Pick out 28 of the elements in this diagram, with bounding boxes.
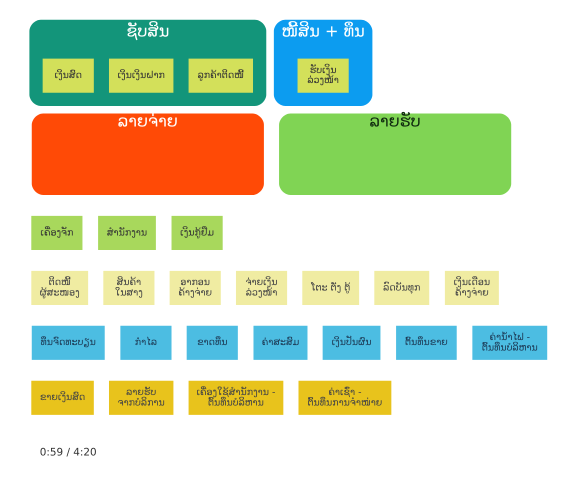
node-box: ເງິນປັນຜົນ — [322, 326, 380, 360]
node-box: ຄ່າເຊົ່າ - ຕົ້ນທຶນການຈຳໜ່າຍ — [298, 380, 391, 415]
node-box: ທຶນຈົດທະບຽນ — [31, 326, 104, 360]
node-box: ຄ່າສະສົມ — [252, 326, 307, 360]
node-box: ຮັບເງິນ ລ່ວງໜ້າ — [297, 58, 348, 93]
node-box: ເງິນກູ້ຢືມ — [171, 216, 222, 250]
node-box: ເຄື່ອງຈັກ — [30, 216, 82, 250]
label: 0:59 / 4:20 — [39, 446, 96, 458]
node-box: ສຳນັກງານ — [98, 216, 156, 250]
node-box: ຈ່າຍເງິນ ລ່ວງໜ້າ — [235, 270, 287, 305]
node-box: ລົດບັນທຸກ — [374, 270, 429, 305]
node-box: ຕົ້ນທຶນຂາຍ — [396, 326, 456, 360]
node-box: ລູກຄ້າຕິດໜີ້ — [188, 58, 252, 93]
node-box: ເງິນສົດ — [42, 58, 94, 93]
node-box: ກຳໄລ — [120, 326, 172, 360]
node-box: ລາຍຮັບ ຈາກບໍລິການ — [108, 380, 173, 415]
node-box: ຄ່ານ້ຳໄຟ - ຕົ້ນທຶນບໍລິຫານ — [472, 326, 547, 360]
node-box: ຂາຍເງິນສົດ — [30, 380, 94, 415]
node-box: ອາກອນ ຄ້າງຈ່າຍ — [169, 270, 220, 305]
node-box: ລາຍຈ່າຍ — [31, 114, 264, 196]
node-box: ຂາດທຶນ — [186, 326, 238, 360]
node-box: ສິນຄ້າ ໃນສາງ — [102, 270, 154, 305]
node-box: ເຄື່ອງໃຊ້ສຳນັກງານ - ຕົ້ນທຶນບໍລິຫານ — [188, 380, 283, 415]
node-box: ລາຍຮັບ — [278, 114, 511, 196]
node-box: ໂຕະ ຕັ່ງ ຕູ້ — [302, 270, 359, 305]
node-box: ເງິນເງິນຝາກ — [108, 58, 173, 93]
node-box: ຕິດໜີ້ ຜູ້ສະໜອງ — [30, 270, 88, 305]
node-box: ເງິນເດືອນ ຄ້າງຈ່າຍ — [444, 270, 498, 305]
